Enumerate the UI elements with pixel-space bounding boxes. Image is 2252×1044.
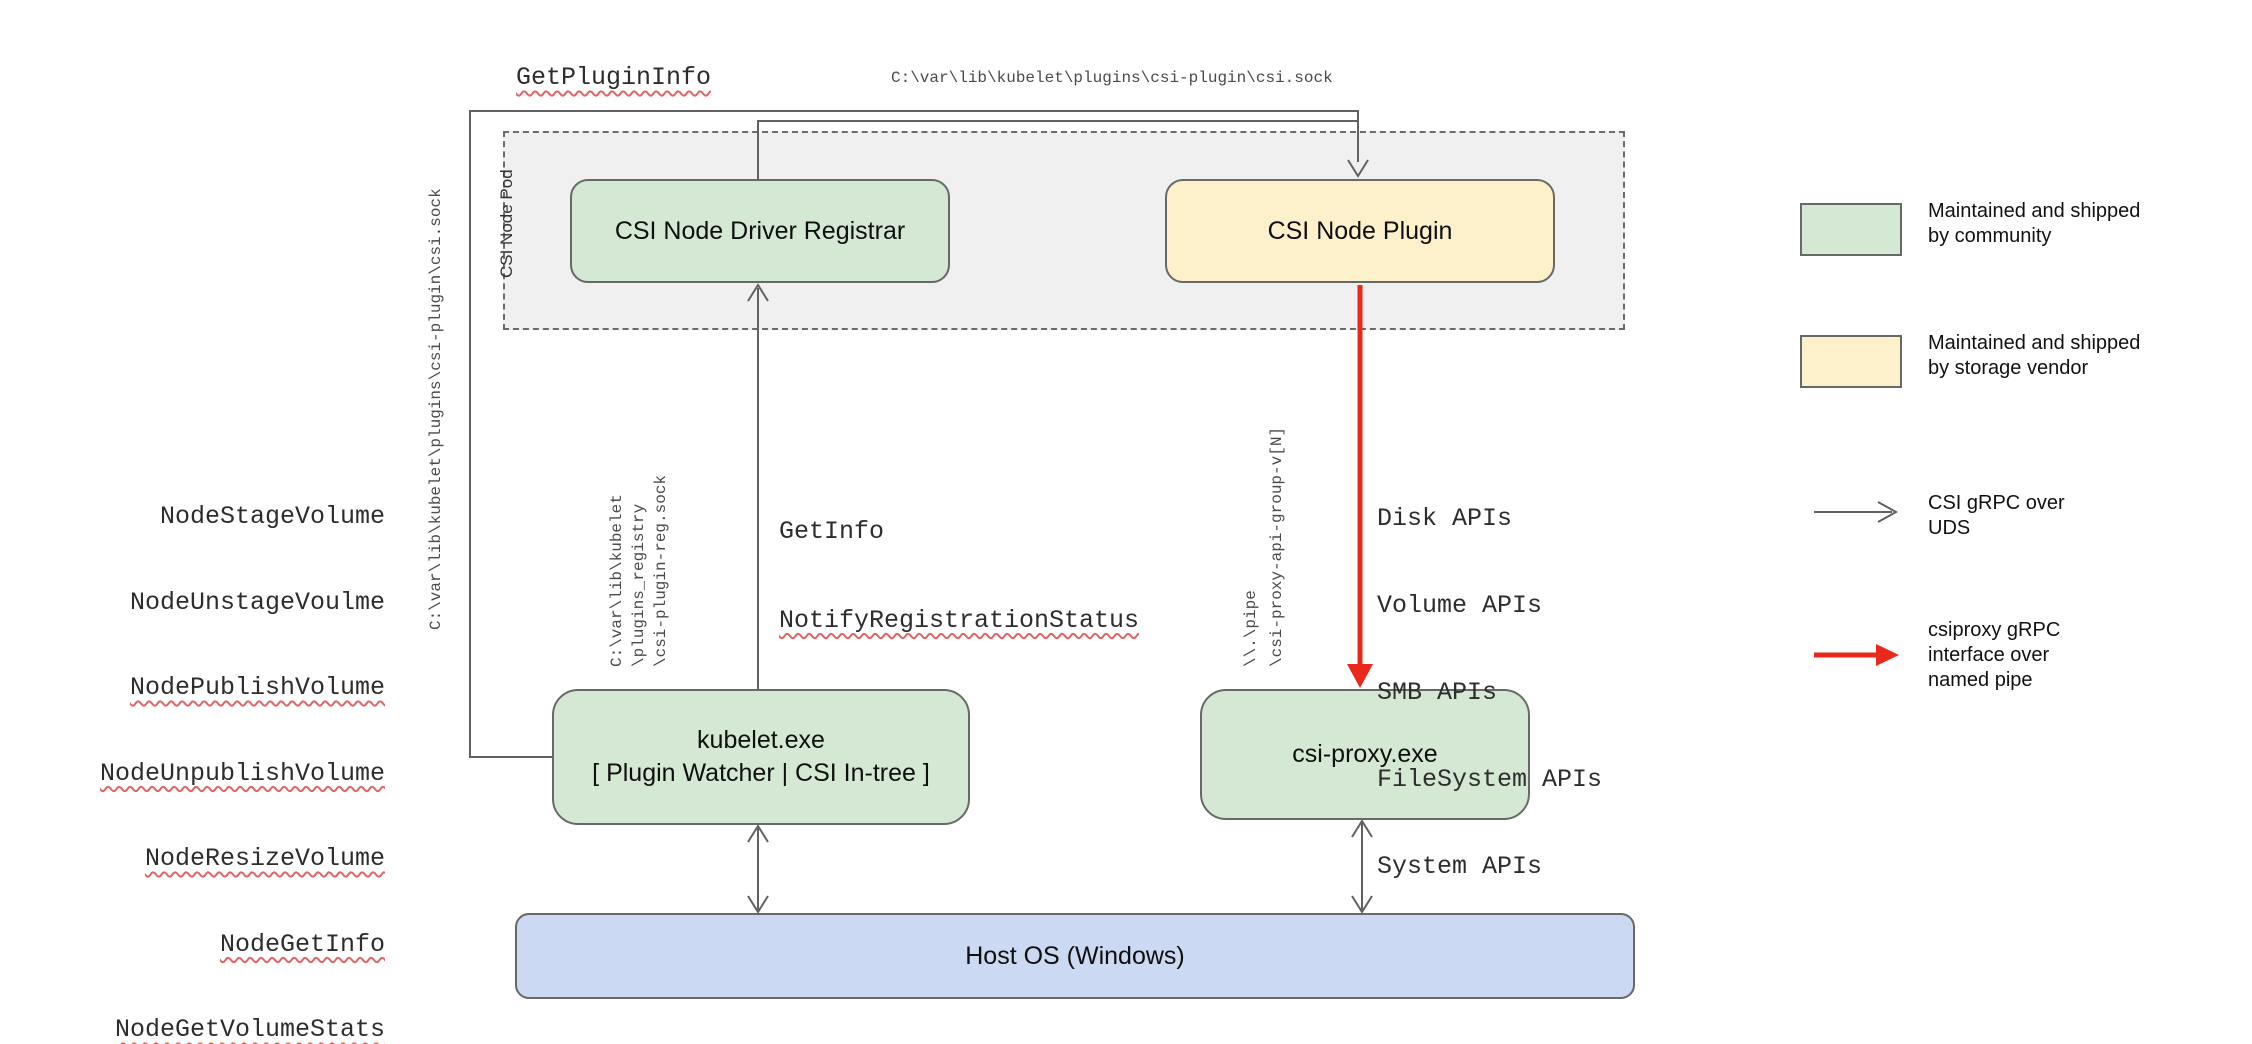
- proxy-api-list: Disk APIs Volume APIs SMB APIs FileSyste…: [1377, 446, 1602, 939]
- node-rpc-item: NodeResizeVolume: [144, 844, 385, 873]
- proxy-api-item: SMB APIs: [1377, 678, 1498, 707]
- node-rpc-item: NodeStageVolume: [159, 502, 385, 531]
- arrowhead-hostos-top-left: [747, 895, 769, 914]
- label-notify-registration-status: NotifyRegistrationStatus: [779, 605, 1140, 635]
- registrar-label: CSI Node Driver Registrar: [614, 216, 906, 245]
- node-rpc-item: NodeUnpublishVolume: [99, 758, 385, 788]
- proxy-api-item: Disk APIs: [1377, 504, 1513, 533]
- node-csi-node-driver-registrar: CSI Node Driver Registrar: [570, 179, 950, 283]
- csi-node-pod-label: CSI Node Pod: [497, 169, 516, 278]
- legend-label-community: Maintained and shipped by community: [1928, 200, 2141, 247]
- legend-red-arrowhead: [1876, 644, 1899, 666]
- arrowhead-into-csiproxy-top: [1347, 664, 1373, 688]
- legend-swatch-vendor: [1800, 335, 1902, 388]
- node-rpc-item: NodeUnstageVoulme: [129, 587, 385, 617]
- label-named-pipe-path: \\.\pipe \csi-proxy-api-group-v[N]: [1242, 426, 1286, 667]
- legend-label-vendor: Maintained and shipped by storage vendor: [1928, 332, 2141, 379]
- kubelet-label-line1: kubelet.exe: [697, 726, 825, 754]
- kubelet-label-line2: [ Plugin Watcher | CSI In-tree ]: [592, 759, 930, 787]
- legend-swatch-community: [1800, 203, 1902, 256]
- arrowhead-csiproxy-bottom: [1351, 819, 1373, 838]
- node-host-os: Host OS (Windows): [515, 913, 1635, 999]
- node-rpc-item: NodeGetVolumeStats: [114, 1015, 385, 1044]
- label-csi-sock-path-top: C:\var\lib\kubelet\plugins\csi-plugin\cs…: [891, 69, 1333, 87]
- legend-label-namedpipe: csiproxy gRPC interface over named pipe: [1928, 619, 2061, 691]
- proxy-api-item: System APIs: [1377, 852, 1543, 881]
- hostos-label: Host OS (Windows): [965, 941, 1185, 970]
- label-csi-sock-path-vertical: C:\var\lib\kubelet\plugins\csi-plugin\cs…: [427, 188, 445, 630]
- arrowhead-hostos-top-right: [1351, 895, 1373, 914]
- legend-label-uds: CSI gRPC over UDS: [1928, 492, 2065, 539]
- node-csi-node-plugin: CSI Node Plugin: [1165, 179, 1555, 283]
- plugin-label: CSI Node Plugin: [1267, 216, 1453, 245]
- node-rpc-item: NodeGetInfo: [219, 929, 385, 959]
- arrowhead-kubelet-bottom: [747, 824, 769, 843]
- label-registration-calls: GetInfo NotifyRegistrationStatus: [779, 458, 1139, 694]
- node-kubelet: kubelet.exe [ Plugin Watcher | CSI In-tr…: [552, 689, 970, 825]
- proxy-api-item: FileSystem APIs: [1377, 765, 1603, 794]
- label-get-info: GetInfo: [779, 517, 885, 546]
- label-plugin-reg-sock-path: C:\var\lib\kubelet \plugins_registry \cs…: [608, 474, 670, 667]
- legend-gray-arrowhead: [1877, 501, 1899, 523]
- label-get-plugin-info: GetPluginInfo: [516, 63, 712, 92]
- node-rpc-item: NodePublishVolume: [129, 673, 385, 702]
- proxy-api-item: Volume APIs: [1377, 591, 1543, 620]
- node-rpc-list: NodeStageVolume NodeUnstageVoulme NodePu…: [40, 446, 385, 1044]
